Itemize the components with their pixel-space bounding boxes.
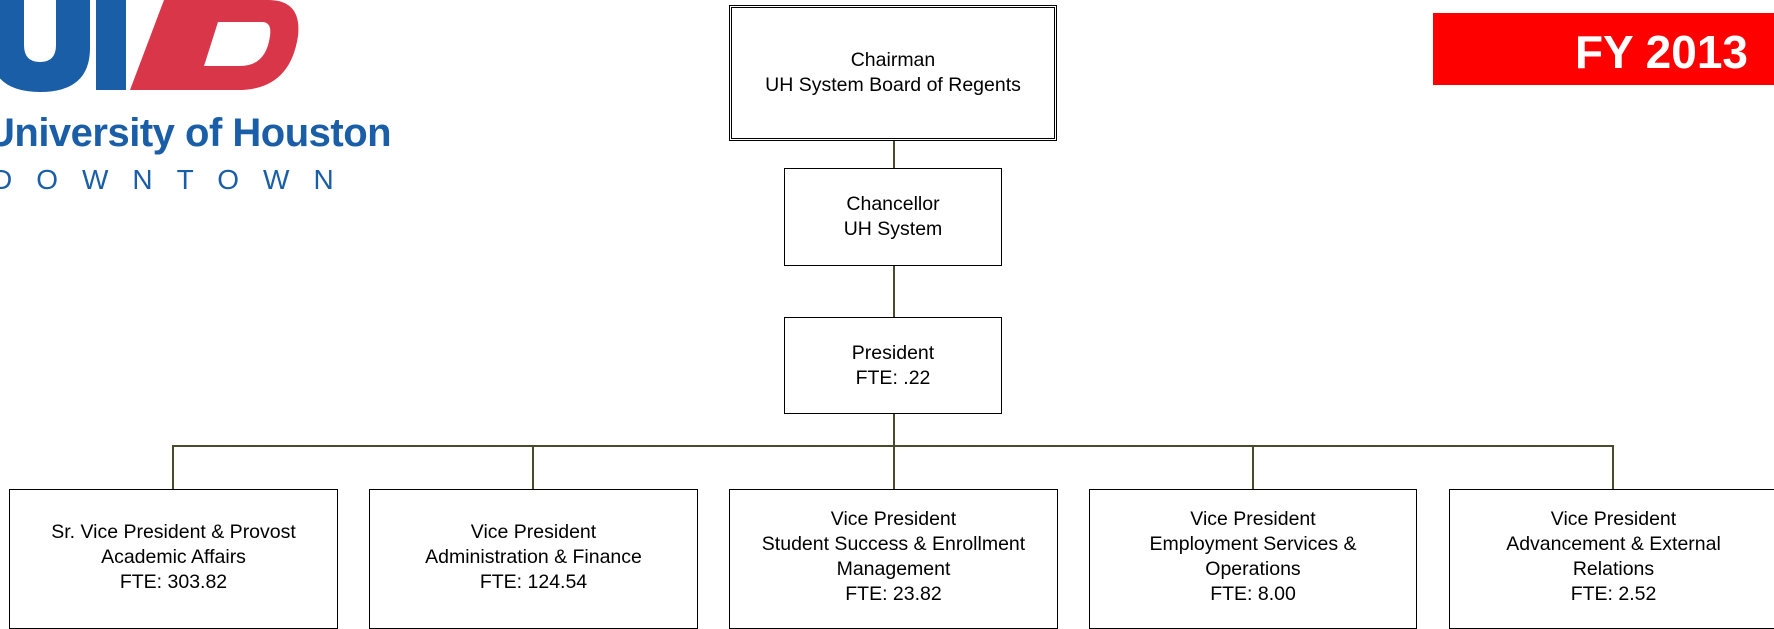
division-title: Vice President xyxy=(830,508,957,530)
division-box-employment-services: Vice President Employment Services & Ope… xyxy=(1089,489,1417,629)
division-name-line: Administration & Finance xyxy=(425,546,642,568)
connector-president-bus xyxy=(893,413,895,446)
division-name-line: Operations xyxy=(1205,558,1301,580)
chairman-org: UH System Board of Regents xyxy=(765,74,1021,96)
division-fte: FTE: 8.00 xyxy=(1210,583,1296,605)
division-fte: FTE: 303.82 xyxy=(119,571,228,593)
fiscal-year-badge: FY 2013 xyxy=(1433,13,1774,85)
division-box-academic-affairs: Sr. Vice President & Provost Academic Af… xyxy=(9,489,338,629)
division-name-line: Relations xyxy=(1572,558,1655,580)
division-title: Sr. Vice President & Provost xyxy=(51,521,296,543)
division-box-student-success: Vice President Student Success & Enrollm… xyxy=(729,489,1058,629)
chancellor-title: Chancellor xyxy=(846,193,940,215)
fiscal-year-label: FY 2013 xyxy=(1574,26,1748,78)
president-box: President FTE: .22 xyxy=(784,317,1002,414)
division-title: Vice President xyxy=(470,521,597,543)
connector-drop-2 xyxy=(532,445,534,490)
division-box-advancement: Vice President Advancement & External Re… xyxy=(1449,489,1774,629)
connector-drop-3 xyxy=(893,445,895,490)
division-fte: FTE: 2.52 xyxy=(1570,583,1657,605)
chairman-box: Chairman UH System Board of Regents xyxy=(729,5,1057,141)
logo-campus-name: DOWNTOWN xyxy=(0,164,358,195)
division-box-administration-finance: Vice President Administration & Finance … xyxy=(369,489,698,629)
division-title: Vice President xyxy=(1190,508,1316,530)
connector-drop-1 xyxy=(172,445,174,490)
uhd-logo: University of Houston DOWNTOWN xyxy=(0,0,392,200)
division-name-line: Academic Affairs xyxy=(101,546,246,568)
division-fte: FTE: 23.82 xyxy=(845,583,942,605)
division-title: Vice President xyxy=(1550,508,1677,530)
connector-chancellor-president xyxy=(893,265,895,318)
connector-drop-4 xyxy=(1252,445,1254,490)
division-name-line: Employment Services & xyxy=(1149,533,1357,555)
president-fte: FTE: .22 xyxy=(855,366,931,389)
division-name-line: Advancement & External xyxy=(1506,533,1721,555)
uhd-logo-mark xyxy=(0,0,299,92)
connector-drop-5 xyxy=(1612,445,1614,490)
chairman-title: Chairman xyxy=(850,49,936,71)
logo-university-name: University of Houston xyxy=(0,111,392,155)
chancellor-box: Chancellor UH System xyxy=(784,168,1002,266)
division-fte: FTE: 124.54 xyxy=(479,571,588,593)
division-name-line: Student Success & Enrollment xyxy=(761,533,1026,555)
president-title: President xyxy=(851,341,935,364)
chancellor-org: UH System xyxy=(843,218,943,240)
division-name-line: Management xyxy=(836,558,951,580)
connector-chairman-chancellor xyxy=(893,140,895,169)
